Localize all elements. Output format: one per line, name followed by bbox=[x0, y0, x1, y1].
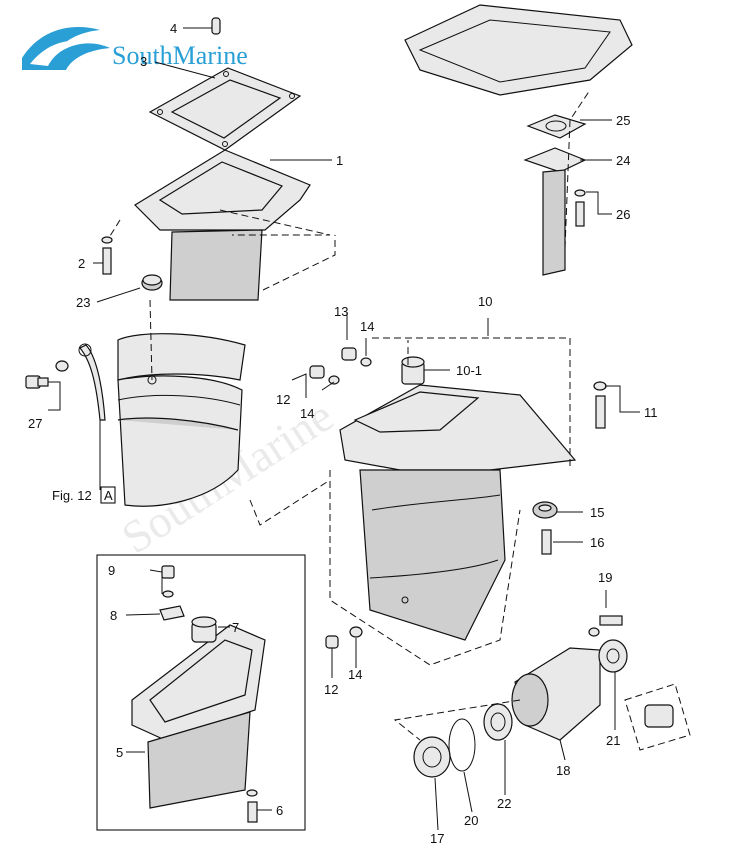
part-17-bearing bbox=[413, 736, 451, 778]
part-9-bolt bbox=[161, 565, 175, 598]
callout-15: 15 bbox=[590, 505, 604, 520]
upper-engine-base bbox=[404, 4, 633, 96]
leader-lines bbox=[48, 27, 640, 831]
figure-reference: Fig. 12 A bbox=[52, 486, 116, 504]
callout-25: 25 bbox=[616, 113, 630, 128]
part-11-bolt bbox=[593, 381, 607, 429]
part-24-extension bbox=[523, 147, 587, 276]
dash-line bbox=[219, 209, 331, 236]
part-21-seal bbox=[598, 639, 628, 673]
part-4-pin bbox=[211, 17, 221, 35]
part-26-bolt bbox=[574, 189, 586, 227]
part-20-o-ring bbox=[448, 718, 476, 772]
callout-20: 20 bbox=[464, 813, 478, 828]
callout-16: 16 bbox=[590, 535, 604, 550]
callout-21: 21 bbox=[606, 733, 620, 748]
part-8-clip bbox=[159, 605, 185, 621]
callout-24: 24 bbox=[616, 153, 630, 168]
part-25-gasket bbox=[526, 114, 587, 139]
callout-7: 7 bbox=[232, 620, 239, 635]
part-1-upper-casing bbox=[117, 149, 311, 507]
callout-10: 10 bbox=[478, 294, 492, 309]
part-23-grommet bbox=[141, 274, 163, 291]
part-7-grommet bbox=[191, 616, 217, 643]
callout-1: 1 bbox=[336, 153, 343, 168]
callout-6: 6 bbox=[276, 803, 283, 818]
callout-10-1: 10-1 bbox=[456, 363, 482, 378]
part-15-grommet bbox=[532, 501, 558, 519]
callout-2: 2 bbox=[78, 256, 85, 271]
figure-label: Fig. 12 bbox=[52, 488, 92, 503]
callout-9: 9 bbox=[108, 563, 115, 578]
part-18-housing bbox=[511, 647, 601, 741]
part-2-bolt bbox=[101, 236, 113, 275]
inset-box bbox=[96, 554, 306, 831]
brand-name: SouthMarine bbox=[112, 41, 248, 70]
part-13-bolt bbox=[341, 347, 372, 367]
wave-icon-inner bbox=[30, 40, 84, 66]
part-5-cover bbox=[131, 624, 266, 809]
figure-letter: A bbox=[104, 488, 113, 503]
dash-line bbox=[109, 219, 121, 237]
dash-line bbox=[249, 479, 331, 526]
dash-line bbox=[329, 470, 521, 666]
part-27-bolt bbox=[25, 343, 106, 421]
part-6-bolt bbox=[246, 789, 258, 823]
callout-19: 19 bbox=[598, 570, 612, 585]
callout-4: 4 bbox=[170, 21, 177, 36]
brand-logo: SouthMarine bbox=[22, 27, 248, 71]
part-16-bolt bbox=[541, 529, 552, 555]
part-22-bearing bbox=[483, 703, 513, 741]
part-10-lower-casing bbox=[339, 384, 577, 641]
callout-18: 18 bbox=[556, 763, 570, 778]
figure-letter-box bbox=[100, 486, 116, 504]
callout-3: 3 bbox=[140, 54, 147, 69]
part-12-bolt-lower bbox=[325, 626, 363, 649]
callout-14-a: 14 bbox=[360, 319, 374, 334]
dash-line bbox=[149, 299, 153, 381]
part-12-bolt-upper bbox=[309, 365, 340, 385]
callout-22: 22 bbox=[497, 796, 511, 811]
dash-line bbox=[262, 235, 336, 291]
callout-8: 8 bbox=[110, 608, 117, 623]
part-10-1-bushing bbox=[401, 356, 425, 385]
callout-11: 11 bbox=[644, 405, 658, 420]
dash-line bbox=[393, 699, 521, 741]
part-19-bolt bbox=[588, 615, 623, 637]
callout-12-a: 12 bbox=[276, 392, 290, 407]
dash-line bbox=[372, 337, 571, 470]
callout-26: 26 bbox=[616, 207, 630, 222]
callout-14-b: 14 bbox=[300, 406, 314, 421]
part-3-gasket bbox=[148, 67, 302, 151]
callout-14-c: 14 bbox=[348, 667, 362, 682]
callout-17: 17 bbox=[430, 831, 444, 846]
callout-12-b: 12 bbox=[324, 682, 338, 697]
callout-13: 13 bbox=[334, 304, 348, 319]
callout-5: 5 bbox=[116, 745, 123, 760]
seal-detail-box bbox=[624, 683, 691, 751]
callout-23: 23 bbox=[76, 295, 90, 310]
callout-27: 27 bbox=[28, 416, 42, 431]
